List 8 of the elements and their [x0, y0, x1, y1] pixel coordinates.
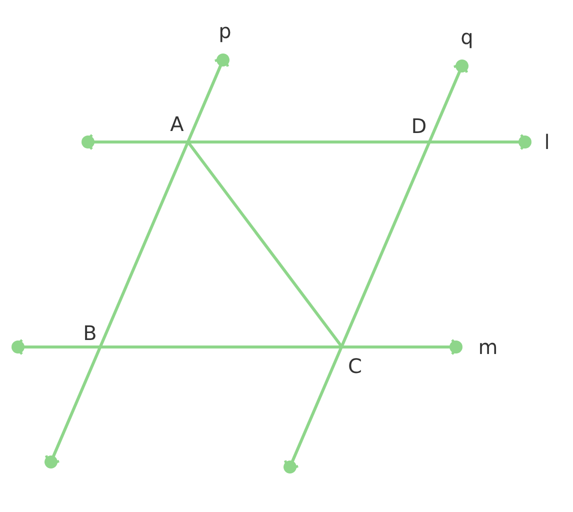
point-label: A	[170, 114, 184, 134]
line-label: m	[478, 337, 498, 357]
line-label: p	[218, 21, 232, 41]
point-label: B	[83, 323, 97, 343]
point-label: C	[348, 356, 362, 376]
line-label: l	[544, 132, 550, 152]
point-label: D	[411, 116, 427, 136]
line-label: q	[460, 27, 474, 47]
